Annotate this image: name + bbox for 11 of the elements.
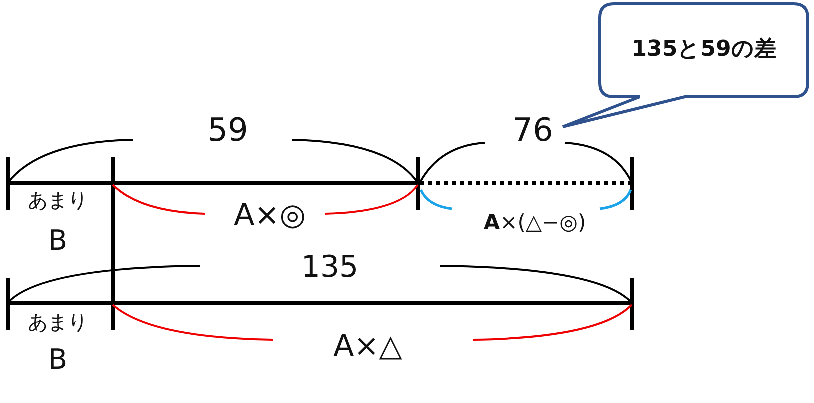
remainder-label: B xyxy=(48,346,68,374)
product-label: A×(△−◎) xyxy=(484,212,586,234)
remainder-label: あまり xyxy=(28,312,88,332)
dimension-label: 59 xyxy=(208,114,248,146)
dimension-label: 76 xyxy=(512,114,554,146)
callout-text: 135と59の差 xyxy=(632,39,776,61)
remainder-label: B xyxy=(48,227,68,255)
product-label: A×◎ xyxy=(234,201,306,231)
product-label: A×△ xyxy=(334,332,402,362)
remainder-label: あまり xyxy=(28,190,88,210)
dimension-label: 135 xyxy=(301,253,359,283)
